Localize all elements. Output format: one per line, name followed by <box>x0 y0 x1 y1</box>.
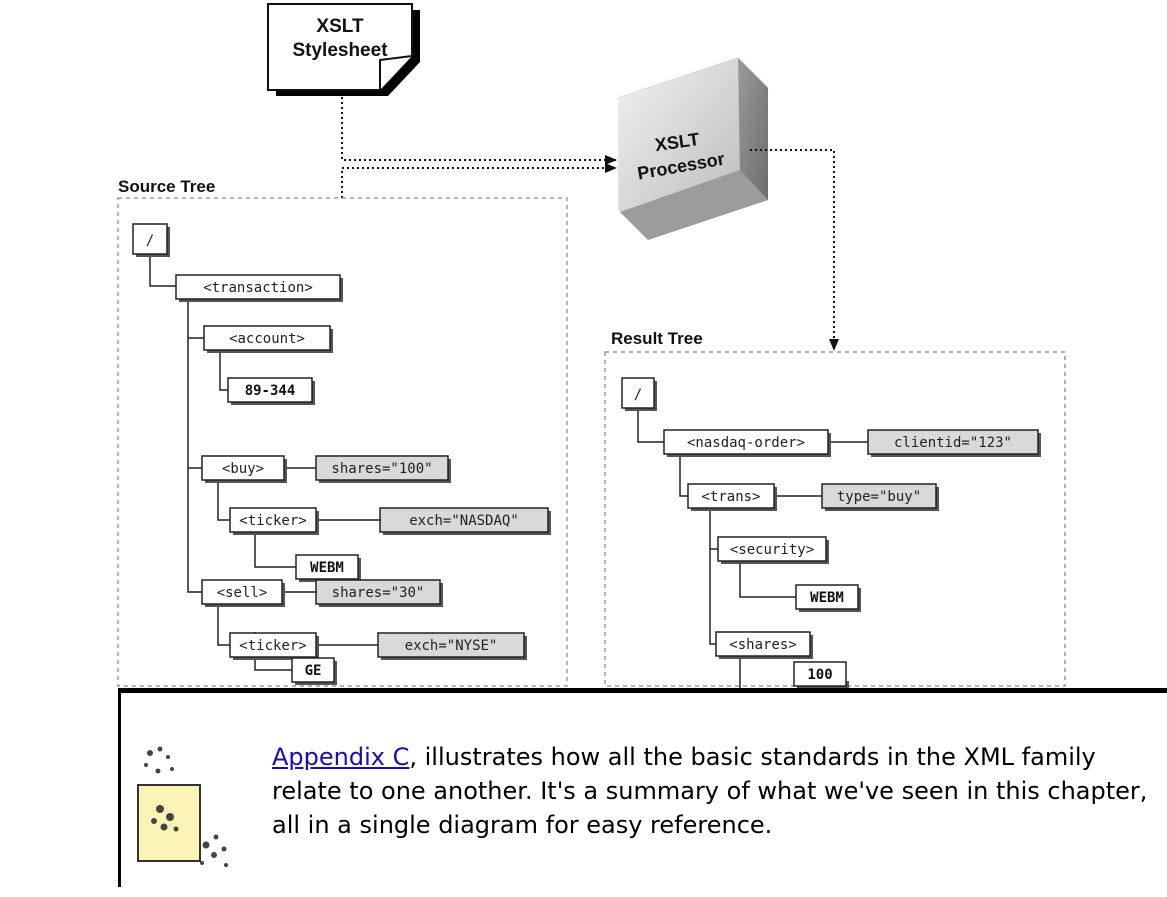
source-root-node: / <box>132 223 170 257</box>
result-tree-nodes: / <nasdaq-order> clientid="123" <trans> … <box>621 377 1041 690</box>
trans-node: <trans> <box>687 483 777 511</box>
source-root-label: / <box>146 233 154 249</box>
buy-attribute-label: shares="100" <box>331 461 432 477</box>
note-box: Appendix C, illustrates how all the basi… <box>118 688 1167 887</box>
result-root-label: / <box>634 387 642 403</box>
buy-ticker-attribute-node: exch="NASDAQ" <box>379 507 551 535</box>
stylesheet-line2: Stylesheet <box>292 40 388 61</box>
nasdaq-order-node: <nasdaq-order> <box>663 429 831 457</box>
account-label: <account> <box>229 331 305 347</box>
note-text: Appendix C, illustrates how all the basi… <box>272 740 1162 842</box>
sell-ticker-value-node: GE <box>291 657 337 685</box>
clientid-attribute-node: clientid="123" <box>867 429 1041 457</box>
stylesheet-line1: XSLT <box>316 16 364 37</box>
source-tree-frame <box>117 197 568 687</box>
type-attribute-label: type="buy" <box>837 489 921 505</box>
buy-ticker-node: <ticker> <box>229 507 319 535</box>
source-tree-title: Source Tree <box>118 177 215 196</box>
type-attribute-node: type="buy" <box>821 483 939 511</box>
shares-value-label: 100 <box>807 667 832 683</box>
transaction-label: <transaction> <box>203 280 313 296</box>
buy-ticker-label: <ticker> <box>239 513 306 529</box>
nasdaq-order-label: <nasdaq-order> <box>687 435 805 451</box>
note-top-rule <box>118 688 1167 693</box>
sell-attribute-node: shares="30" <box>315 579 443 607</box>
xslt-diagram: XSLT Stylesheet XSLT Processor Source Tr… <box>117 3 1066 690</box>
buy-label: <buy> <box>222 461 264 477</box>
source-to-processor-arrow <box>341 163 617 198</box>
note-icon <box>136 745 236 875</box>
sell-ticker-attribute-node: exch="NYSE" <box>377 632 527 660</box>
appendix-c-link[interactable]: Appendix C <box>272 743 410 771</box>
processor-cube: XSLT Processor <box>617 57 769 240</box>
result-tree-title: Result Tree <box>611 329 703 348</box>
sell-node: <sell> <box>201 579 285 607</box>
shares-value-node: 100 <box>793 661 849 690</box>
account-value-label: 89-344 <box>245 383 296 399</box>
transaction-node: <transaction> <box>175 274 343 302</box>
buy-node: <buy> <box>201 455 287 483</box>
result-tree-frame <box>604 351 1066 687</box>
clientid-attribute-label: clientid="123" <box>894 435 1012 451</box>
buy-ticker-value-label: WEBM <box>310 560 344 576</box>
shares-label: <shares> <box>729 637 796 653</box>
security-value-node: WEBM <box>795 584 861 612</box>
sell-label: <sell> <box>217 585 268 601</box>
result-root-node: / <box>621 377 657 411</box>
trans-label: <trans> <box>701 489 760 505</box>
source-tree-nodes: / <transaction> <account> 89-344 <buy> s… <box>132 223 551 685</box>
buy-attribute-node: shares="100" <box>315 455 451 483</box>
sell-ticker-node: <ticker> <box>229 632 319 660</box>
sell-ticker-value-label: GE <box>305 663 322 679</box>
account-node: <account> <box>203 325 333 353</box>
sell-ticker-attribute-label: exch="NYSE" <box>405 638 498 654</box>
stylesheet-to-processor-arrow <box>341 92 617 165</box>
security-value-label: WEBM <box>810 590 844 606</box>
account-value-node: 89-344 <box>227 377 315 405</box>
security-node: <security> <box>717 536 829 564</box>
shares-node: <shares> <box>715 631 813 659</box>
buy-ticker-attribute-label: exch="NASDAQ" <box>409 513 519 529</box>
sell-ticker-label: <ticker> <box>239 638 306 654</box>
buy-ticker-value-node: WEBM <box>295 554 361 582</box>
security-label: <security> <box>730 542 814 558</box>
sell-attribute-label: shares="30" <box>332 585 425 601</box>
note-body: , illustrates how all the basic standard… <box>272 743 1148 839</box>
stylesheet-document: XSLT Stylesheet <box>267 3 420 96</box>
flow-arrows <box>341 92 839 351</box>
note-left-rule <box>118 688 121 887</box>
result-tree-connectors <box>637 408 868 690</box>
